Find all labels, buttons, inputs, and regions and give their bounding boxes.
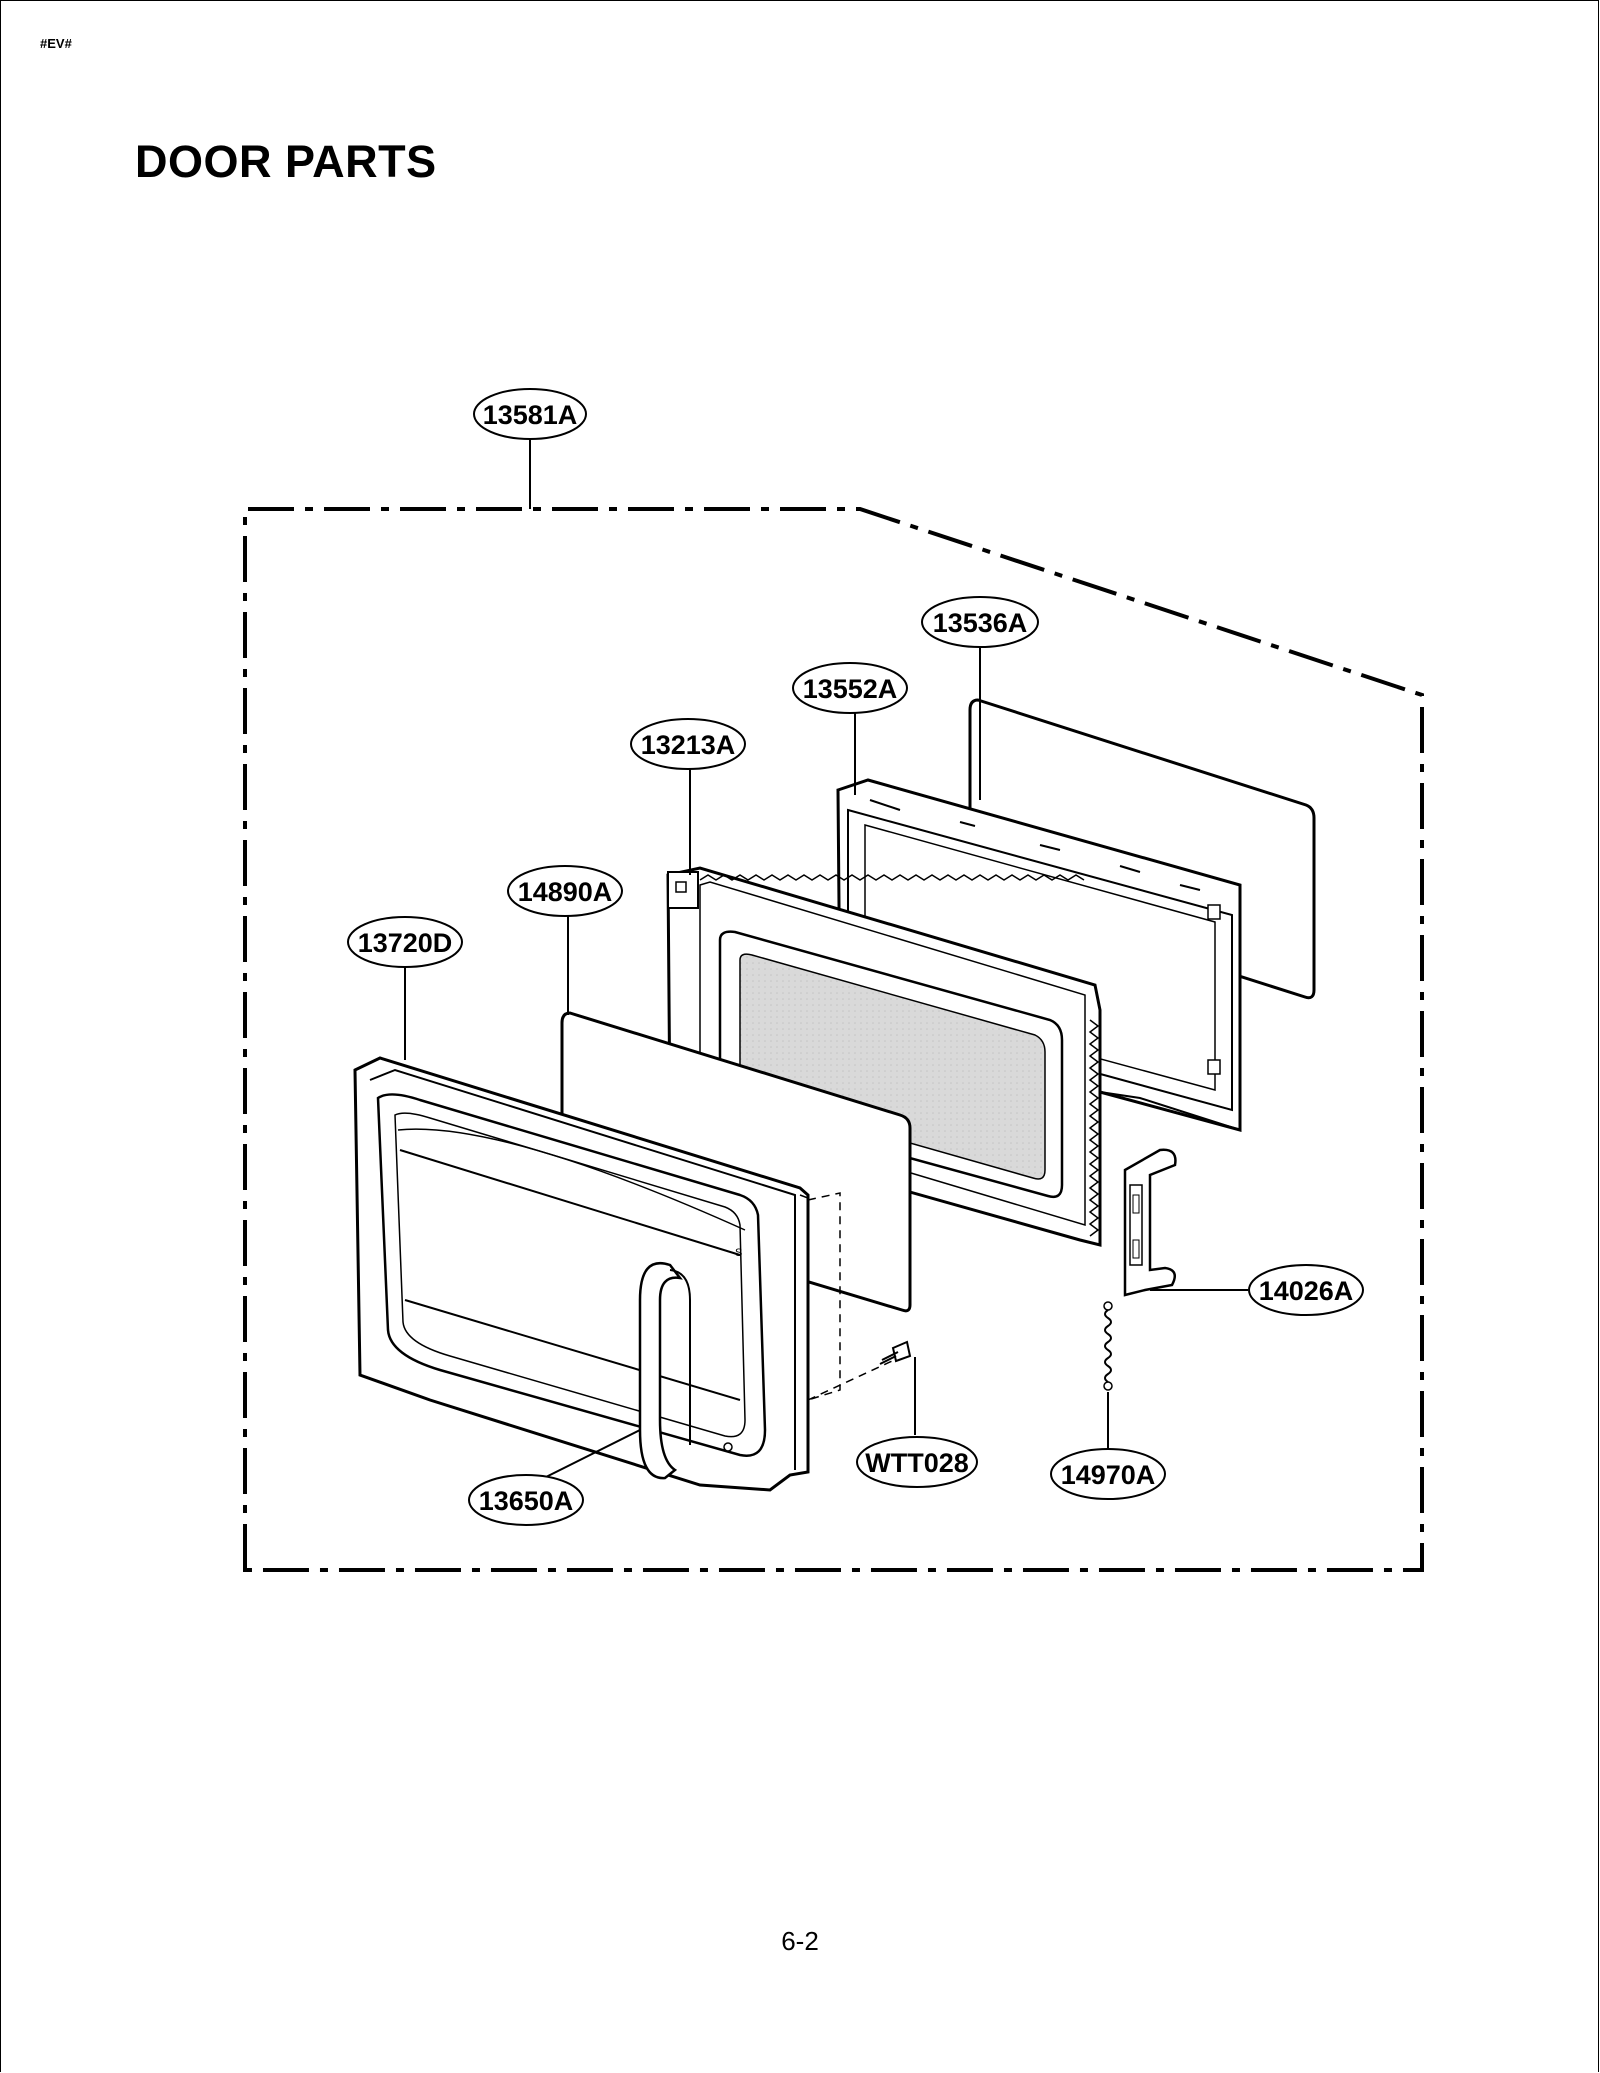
callout-label-13720D: 13720D [358,928,453,958]
callout-14890A: 14890A [507,865,623,917]
callout-WTT028: WTT028 [856,1436,978,1488]
latch-lever-14026A [1123,1148,1177,1297]
leader-lines [404,440,1248,1481]
callout-13552A: 13552A [792,662,908,714]
callout-13581A: 13581A [473,388,587,440]
callout-13720D: 13720D [347,916,463,968]
callout-label-13650A: 13650A [479,1486,574,1516]
callout-13213A: 13213A [630,718,746,770]
door-front-13720D: S [353,1056,810,1492]
callout-label-13552A: 13552A [803,674,898,704]
callout-label-13536A: 13536A [933,608,1028,638]
svg-text:S: S [735,1247,742,1259]
page-number: 6-2 [781,1926,819,1956]
callout-label-14890A: 14890A [518,877,613,907]
page-title: DOOR PARTS [135,136,437,187]
callout-label-14026A: 14026A [1259,1276,1354,1306]
callout-13536A: 13536A [921,596,1039,648]
callout-label-13581A: 13581A [483,400,578,430]
callout-label-WTT028: WTT028 [865,1448,969,1478]
door-frame-13213A [666,866,1102,1247]
assembly-guides [807,1192,906,1401]
callout-14970A: 14970A [1050,1448,1166,1500]
callout-14026A: 14026A [1248,1264,1364,1316]
door-panel-14890A [560,1011,912,1313]
document-tag: #EV# [40,36,72,51]
callout-label-14970A: 14970A [1061,1460,1156,1490]
spring-14970A [1103,1301,1113,1391]
screw-WTT028 [879,1340,912,1365]
callout-13650A: 13650A [468,1474,584,1526]
callout-label-13213A: 13213A [641,730,736,760]
handle-13650A [638,1262,691,1480]
